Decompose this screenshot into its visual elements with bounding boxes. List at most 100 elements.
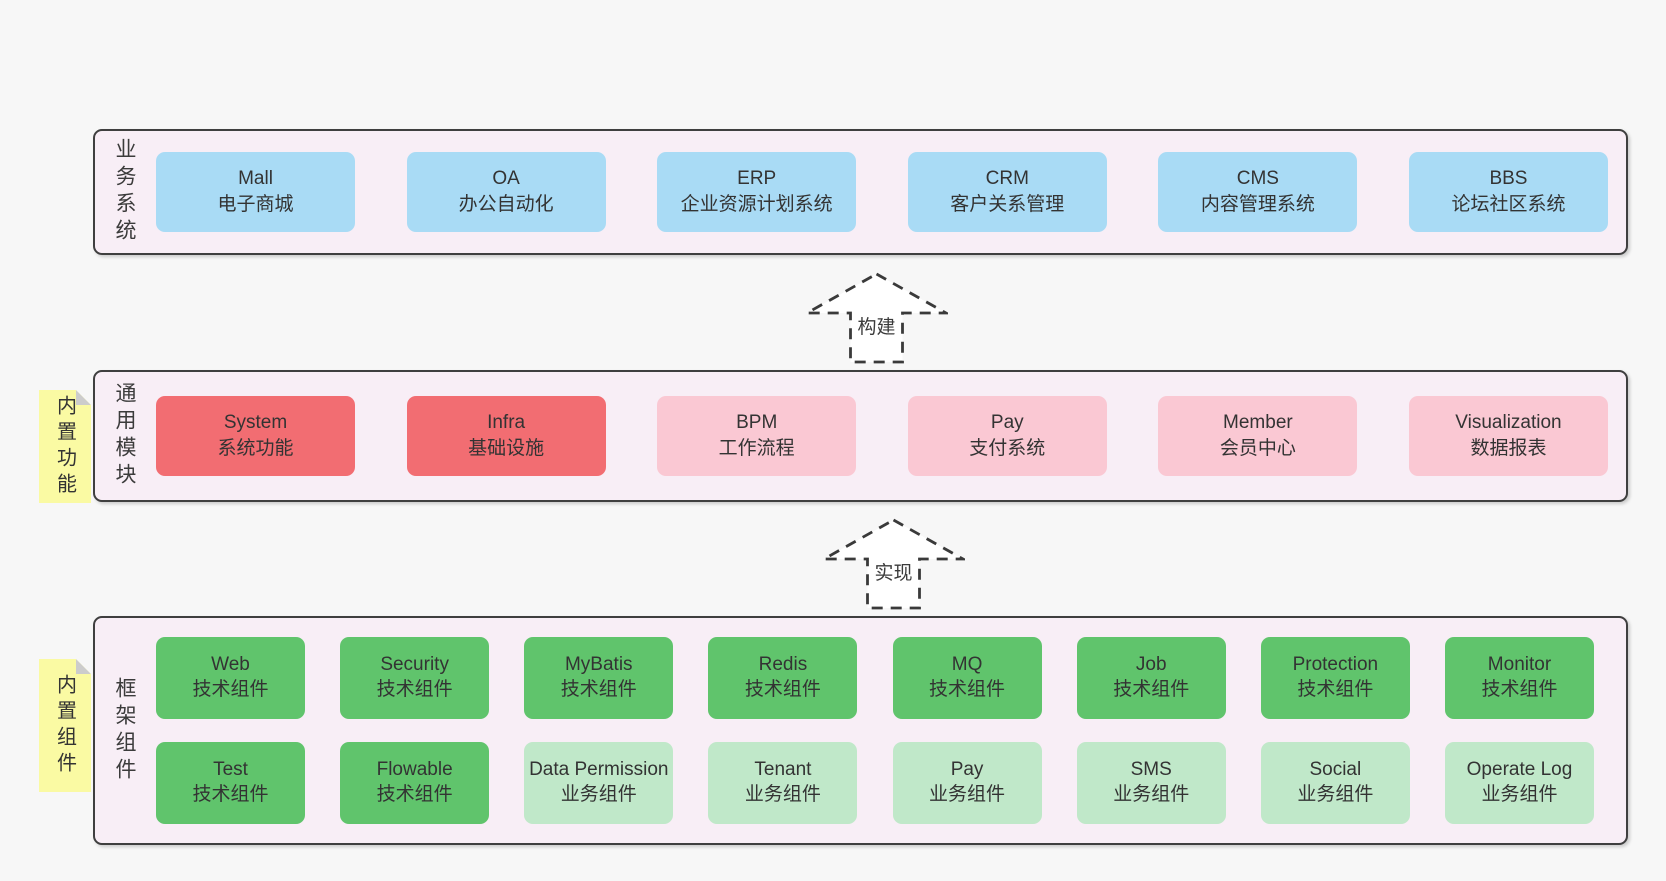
folded-corner-icon [76, 659, 91, 674]
box-name: Web [211, 654, 250, 676]
box-web: Web 技术组件 [156, 637, 305, 719]
box-operate-log: Operate Log 业务组件 [1444, 742, 1594, 824]
box-desc: 技术组件 [560, 679, 637, 700]
box-desc: 技术组件 [1113, 679, 1190, 700]
box-name: Mall [238, 167, 273, 189]
box-member: Member 会员中心 [1158, 396, 1358, 476]
box-name: OA [492, 167, 520, 189]
modules-box-row: System 系统功能 Infra 基础设施 BPM 工作流程 Pay 支付系统… [156, 372, 1608, 500]
box-pay-module: Pay 支付系统 [907, 396, 1107, 476]
box-visualization: Visualization 数据报表 [1408, 396, 1608, 476]
box-redis: Redis 技术组件 [708, 637, 858, 719]
box-name: ERP [737, 167, 777, 189]
box-name: Member [1223, 411, 1293, 433]
box-desc: 业务组件 [1113, 784, 1190, 805]
box-pay-component: Pay 业务组件 [892, 742, 1042, 824]
box-name: Tenant [754, 759, 812, 781]
box-erp: ERP 企业资源计划系统 [657, 152, 857, 232]
box-protection: Protection 技术组件 [1260, 637, 1410, 719]
box-desc: 技术组件 [192, 679, 269, 700]
box-desc: 技术组件 [376, 784, 453, 805]
box-oa: OA 办公自动化 [406, 152, 606, 232]
box-sms: SMS 业务组件 [1076, 742, 1226, 824]
box-bbs: BBS 论坛社区系统 [1408, 152, 1608, 232]
box-desc: 论坛社区系统 [1451, 194, 1566, 215]
band-label-text: 通用模块 [113, 382, 136, 490]
box-name: Visualization [1455, 411, 1562, 433]
arrow-build-label: 构建 [854, 311, 899, 340]
box-name: Protection [1292, 654, 1379, 676]
sticky-text: 内置组件 [53, 673, 76, 778]
box-desc: 技术组件 [929, 679, 1006, 700]
box-name: BPM [736, 411, 778, 433]
band-label-business: 业务系统 [95, 131, 153, 253]
box-infra: Infra 基础设施 [406, 396, 606, 476]
box-desc: 内容管理系统 [1200, 194, 1315, 215]
box-name: CRM [985, 167, 1029, 189]
box-name: Pay [990, 411, 1024, 433]
box-name: Monitor [1487, 654, 1552, 676]
box-desc: 技术组件 [1297, 679, 1374, 700]
box-name: BBS [1489, 167, 1528, 189]
box-social: Social 业务组件 [1260, 742, 1410, 824]
box-test: Test 技术组件 [156, 742, 305, 824]
box-desc: 业务组件 [560, 784, 637, 805]
box-desc: 技术组件 [192, 784, 269, 805]
box-job: Job 技术组件 [1076, 637, 1226, 719]
box-data-permission: Data Permission 业务组件 [524, 742, 674, 824]
box-mq: MQ 技术组件 [892, 637, 1042, 719]
box-desc: 客户关系管理 [950, 194, 1065, 215]
box-desc: 会员中心 [1219, 438, 1296, 459]
band-label-text: 业务系统 [113, 138, 136, 246]
box-name: Infra [487, 411, 526, 433]
box-system: System 系统功能 [156, 396, 355, 476]
box-desc: 业务组件 [744, 784, 821, 805]
sticky-note-built-in-components: 内置组件 [39, 659, 91, 792]
box-bpm: BPM 工作流程 [657, 396, 857, 476]
box-name: MQ [951, 654, 983, 676]
sticky-text: 内置功能 [53, 394, 76, 499]
components-grid: Web 技术组件 Security 技术组件 MyBatis 技术组件 Redi… [156, 618, 1594, 843]
arrow-build: 构建 [805, 272, 948, 364]
box-name: CMS [1236, 167, 1279, 189]
box-desc: 数据报表 [1470, 438, 1547, 459]
band-framework-components: 框架组件 Web 技术组件 Security 技术组件 MyBatis 技术组件… [93, 616, 1628, 845]
box-crm: CRM 客户关系管理 [907, 152, 1107, 232]
box-desc: 系统功能 [217, 438, 294, 459]
sticky-note-built-in-functions: 内置功能 [39, 390, 91, 503]
box-name: Data Permission [529, 759, 669, 781]
band-common-modules: 通用模块 System 系统功能 Infra 基础设施 BPM 工作流程 Pay… [93, 370, 1628, 502]
box-tenant: Tenant 业务组件 [708, 742, 858, 824]
box-name: Redis [758, 654, 808, 676]
box-desc: 业务组件 [1481, 784, 1558, 805]
box-desc: 业务组件 [929, 784, 1006, 805]
business-box-row: Mall 电子商城 OA 办公自动化 ERP 企业资源计划系统 CRM 客户关系… [156, 131, 1608, 253]
box-desc: 电子商城 [217, 194, 294, 215]
box-name: System [223, 411, 288, 433]
box-name: Test [213, 759, 248, 781]
band-label-text: 框架组件 [113, 676, 136, 785]
box-flowable: Flowable 技术组件 [340, 742, 490, 824]
box-desc: 基础设施 [468, 438, 545, 459]
components-row-2: Test 技术组件 Flowable 技术组件 Data Permission … [156, 742, 1594, 824]
box-name: Security [380, 654, 449, 676]
arrow-implement-label: 实现 [871, 557, 916, 586]
box-cms: CMS 内容管理系统 [1158, 152, 1358, 232]
arrow-implement: 实现 [822, 518, 965, 610]
components-row-1: Web 技术组件 Security 技术组件 MyBatis 技术组件 Redi… [156, 637, 1594, 719]
band-business-systems: 业务系统 Mall 电子商城 OA 办公自动化 ERP 企业资源计划系统 CRM… [93, 129, 1628, 255]
box-mybatis: MyBatis 技术组件 [524, 637, 674, 719]
box-desc: 技术组件 [376, 679, 453, 700]
box-security: Security 技术组件 [340, 637, 490, 719]
box-desc: 企业资源计划系统 [680, 194, 833, 215]
box-name: Operate Log [1466, 759, 1573, 781]
band-label-modules: 通用模块 [95, 372, 153, 500]
box-monitor: Monitor 技术组件 [1444, 637, 1594, 719]
box-desc: 技术组件 [744, 679, 821, 700]
box-name: Job [1135, 654, 1167, 676]
box-desc: 办公自动化 [458, 194, 554, 215]
box-name: Flowable [376, 759, 453, 781]
box-name: SMS [1130, 759, 1172, 781]
box-mall: Mall 电子商城 [156, 152, 355, 232]
box-desc: 业务组件 [1297, 784, 1374, 805]
